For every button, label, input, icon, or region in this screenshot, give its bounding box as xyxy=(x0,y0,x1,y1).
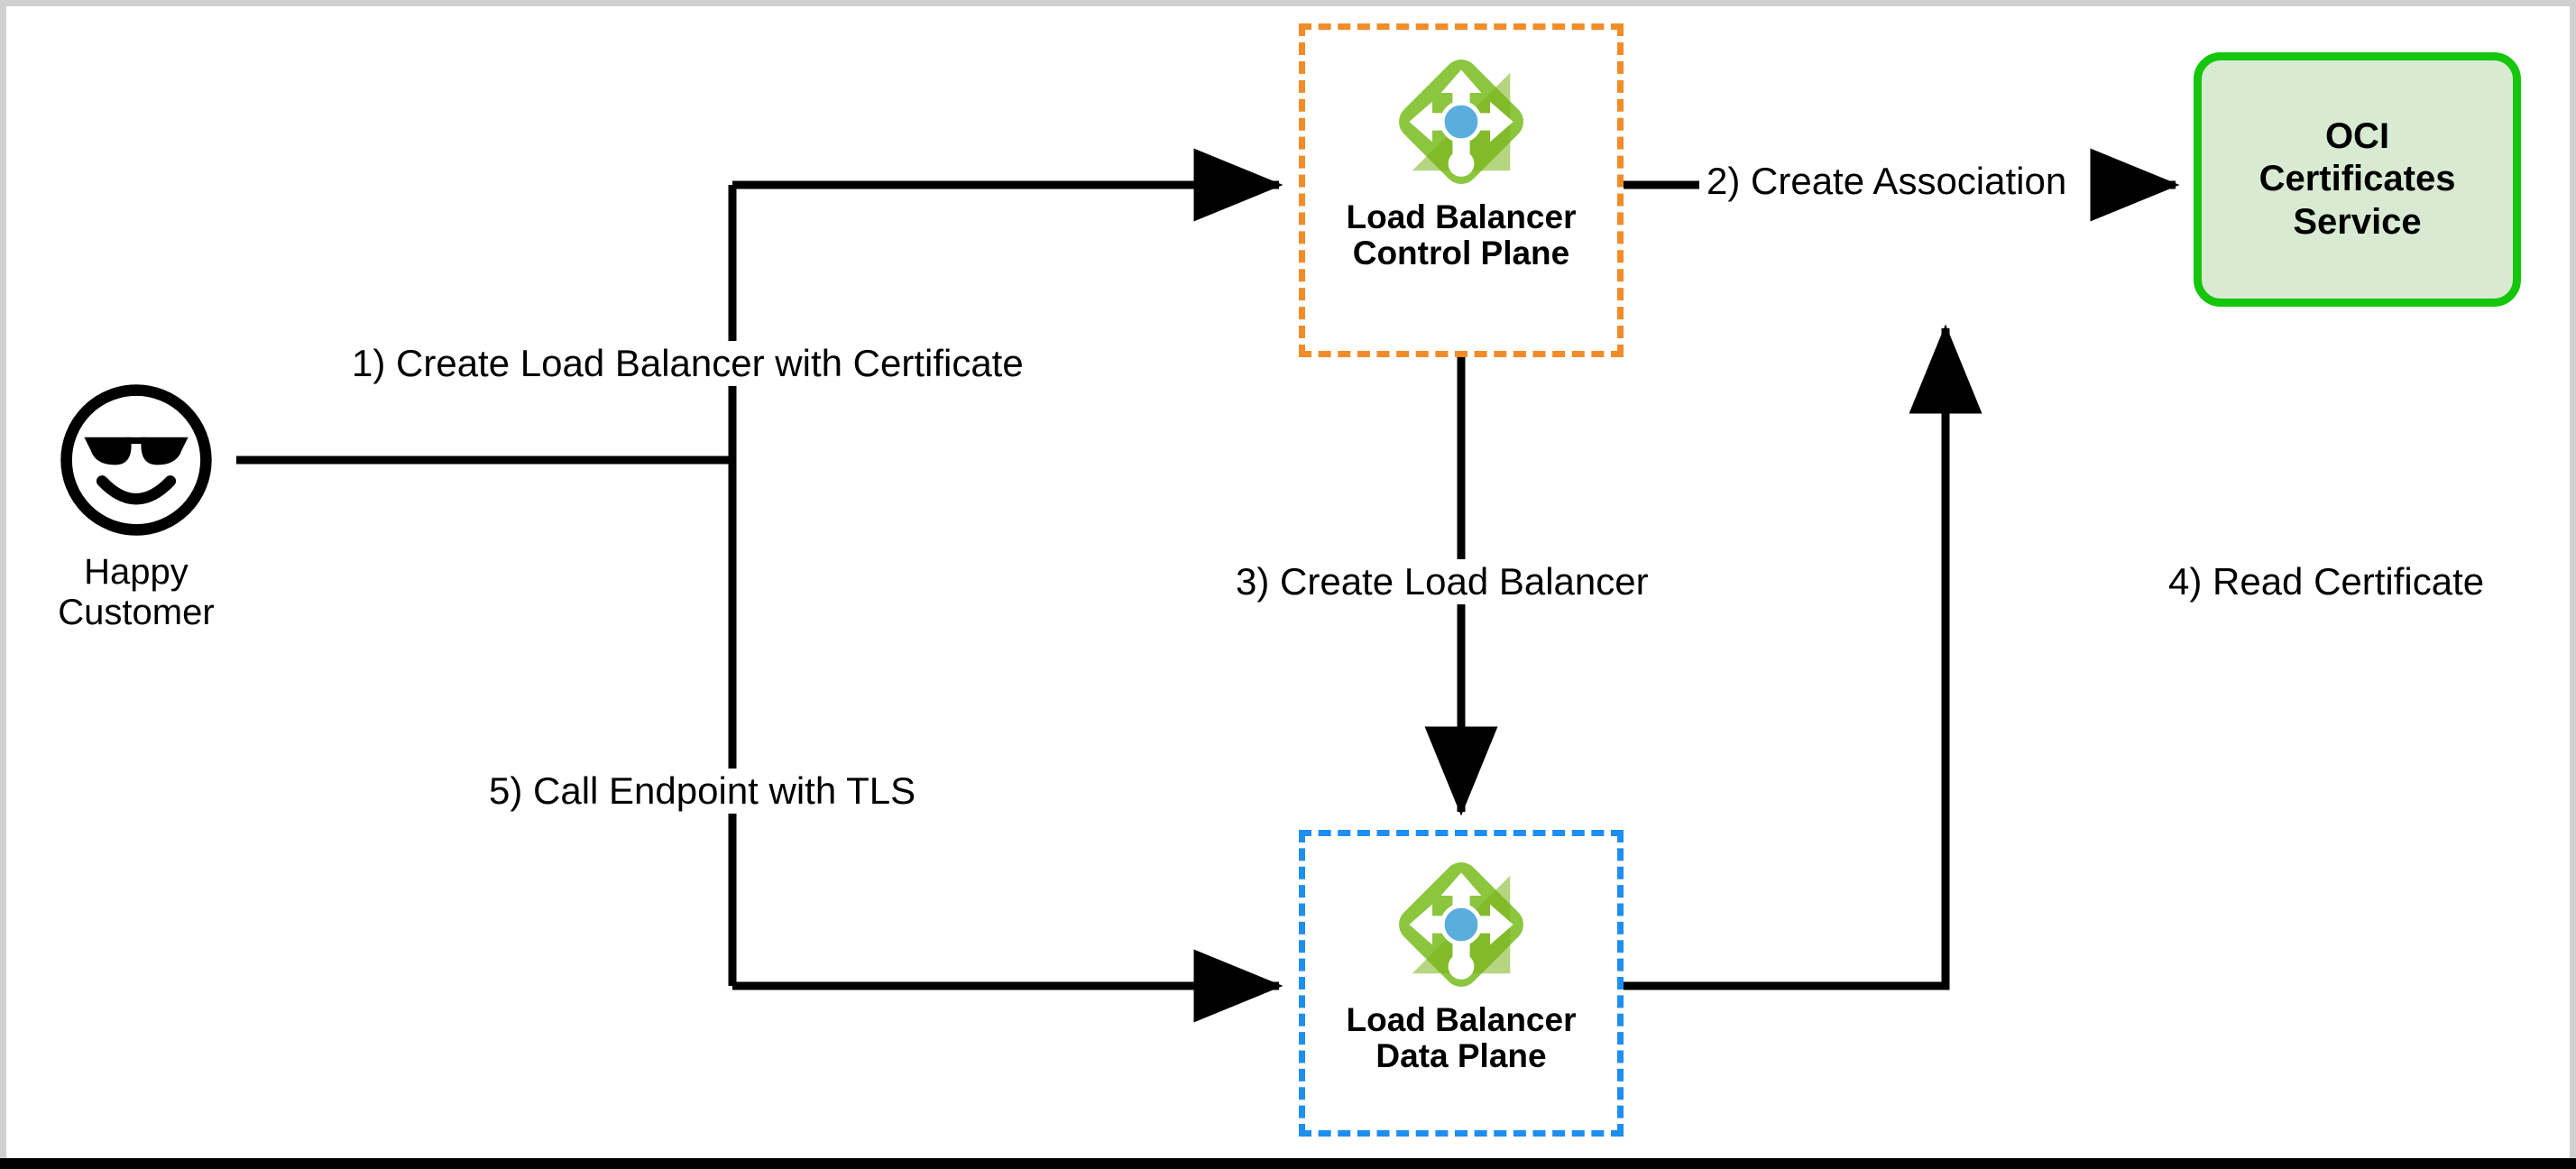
page-bottom-bar xyxy=(0,1158,2576,1169)
edge-label-read-certificate: 4) Read Certificate xyxy=(2161,559,2492,605)
node-lb-data-plane[interactable]: Load Balancer Data Plane xyxy=(1299,830,1624,1137)
node-lb-control-plane[interactable]: Load Balancer Control Plane xyxy=(1299,23,1624,357)
smiley-sunglasses-icon xyxy=(60,384,212,536)
edge-label-create-load-balancer-with-certificate: 1) Create Load Balancer with Certificate xyxy=(345,341,1031,387)
node-label-lb-data-plane: Load Balancer Data Plane xyxy=(1346,1001,1577,1074)
node-label-oci-certificates-service: OCI Certificates Service xyxy=(2259,116,2456,242)
edge-label-call-endpoint-with-tls: 5) Call Endpoint with TLS xyxy=(482,769,924,815)
load-balancer-icon xyxy=(1399,862,1523,987)
actor-happy-customer: Happy Customer xyxy=(36,379,236,633)
node-oci-certificates-service[interactable]: OCI Certificates Service xyxy=(2194,52,2521,307)
connector-edge-4 xyxy=(1624,324,1983,990)
node-label-lb-control-plane: Load Balancer Control Plane xyxy=(1346,198,1577,272)
actor-label-happy-customer: Happy Customer xyxy=(58,552,215,632)
edge-label-create-load-balancer: 3) Create Load Balancer xyxy=(1228,559,1656,605)
edge-label-create-association: 2) Create Association xyxy=(1699,159,2075,205)
load-balancer-icon xyxy=(1399,60,1523,184)
